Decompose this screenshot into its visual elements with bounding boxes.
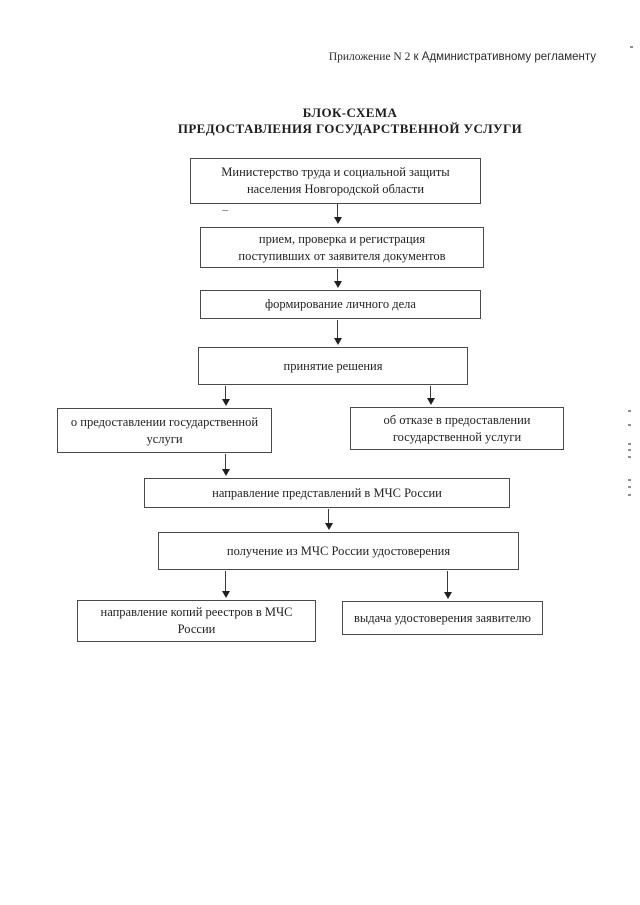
arrow-down-icon	[444, 592, 452, 599]
page-title-line2: ПРЕДОСТАВЛЕНИЯ ГОСУДАРСТВЕННОЙ УСЛУГИ	[177, 120, 523, 136]
arrow-down-icon	[334, 217, 342, 224]
flow-node-registers: направление копий реестров в МЧС России	[77, 600, 316, 642]
flow-node-decision-line1: принятие решения	[283, 358, 383, 373]
arrow-down-icon	[427, 398, 435, 405]
flow-node-ministry: Министерство труда и социальной защиты н…	[190, 158, 481, 204]
flow-node-submission-line1: направление представлений в МЧС России	[212, 485, 442, 500]
flow-node-grant-line1: о предоставлении государственной	[70, 414, 259, 429]
connector-reception-formation	[337, 269, 338, 282]
flow-node-issue: выдача удостоверения заявителю	[342, 601, 543, 635]
flow-node-refusal: об отказе в предоставлении государственн…	[350, 407, 564, 450]
flow-node-ministry-line1: Министерство труда и социальной защиты	[221, 165, 450, 179]
page-title-line1: БЛОК-СХЕМА	[302, 105, 398, 120]
scan-artifact	[222, 210, 228, 211]
connector-decision-grant	[225, 386, 226, 400]
arrow-down-icon	[325, 523, 333, 530]
connector-formation-decision	[337, 320, 338, 339]
arrow-down-icon	[334, 338, 342, 345]
header-annotation: Приложение N 2 к Административному регла…	[329, 50, 596, 64]
scan-artifact	[628, 494, 631, 496]
flow-node-refusal-line1: об отказе в предоставлении	[383, 412, 531, 427]
scan-artifact	[628, 410, 631, 412]
arrow-down-icon	[222, 399, 230, 406]
connector-decision-refusal	[430, 386, 431, 399]
flow-node-reception-line1: прием, проверка и регистрация	[258, 231, 426, 246]
scan-artifact	[630, 46, 633, 48]
flow-node-receive: получение из МЧС России удостоверения	[158, 532, 519, 570]
scan-artifact	[628, 456, 631, 458]
flow-node-issue-line1: выдача удостоверения заявителю	[354, 610, 531, 625]
arrow-down-icon	[334, 281, 342, 288]
flow-node-grant: о предоставлении государственной услуги	[57, 408, 272, 453]
flow-node-ministry-line2: населения Новгородской области	[246, 182, 425, 196]
flow-node-receive-line1: получение из МЧС России удостоверения	[226, 543, 451, 558]
flow-node-registers-line1: направление копий реестров в МЧС	[100, 605, 293, 619]
flow-node-reception-line2: поступивших от заявителя документов	[238, 248, 446, 263]
flow-node-formation-line1: формирование личного дела	[265, 297, 416, 311]
page-title: БЛОК-СХЕМА ПРЕДОСТАВЛЕНИЯ ГОСУДАРСТВЕННО…	[60, 105, 640, 136]
scan-artifact	[628, 424, 631, 426]
connector-submission-receive	[328, 509, 329, 524]
connector-grant-submission	[225, 454, 226, 470]
connector-ministry-reception	[337, 204, 338, 218]
scan-artifact	[628, 449, 631, 451]
scan-artifact	[628, 486, 631, 488]
flow-node-grant-line2: услуги	[146, 431, 183, 446]
scan-artifact	[628, 443, 631, 445]
flow-node-formation: формирование личного дела	[200, 290, 481, 319]
flow-node-registers-line2: России	[177, 622, 216, 636]
flow-node-refusal-line2: государственной услуги	[392, 429, 522, 444]
connector-receive-registers	[225, 571, 226, 592]
flow-node-reception: прием, проверка и регистрация поступивши…	[200, 227, 484, 268]
header-annotation-prefix: Приложение N 2	[328, 51, 411, 63]
arrow-down-icon	[222, 591, 230, 598]
flow-node-decision: принятие решения	[198, 347, 468, 385]
scan-artifact	[628, 479, 631, 481]
connector-receive-issue	[447, 571, 448, 593]
arrow-down-icon	[222, 469, 230, 476]
header-annotation-suffix: к Административному регламенту	[410, 51, 596, 63]
flow-node-submission: направление представлений в МЧС России	[144, 478, 510, 508]
